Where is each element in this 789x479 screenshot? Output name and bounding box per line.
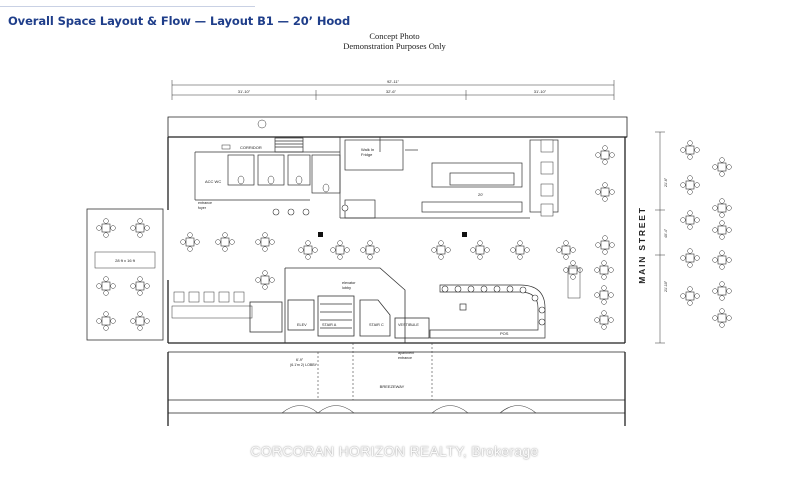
patio-label: 28 ft x 16 ft	[115, 258, 136, 263]
dim-side-mid: 40'-4"	[664, 228, 668, 238]
street-tables	[680, 140, 732, 328]
page-title: Overall Space Layout & Flow — Layout B1 …	[8, 14, 351, 28]
entrance-label: entrance	[198, 201, 212, 205]
corridor-tag	[221, 144, 231, 150]
dim-right: 31'-10"	[534, 89, 547, 94]
caption-concept-photo: Concept Photo	[369, 31, 420, 41]
stair-a-label: STAIR A	[322, 323, 337, 327]
breezeway-arches	[281, 343, 537, 414]
foyer-label: foyer	[198, 206, 207, 210]
corridor-label: CORRIDOR	[240, 145, 262, 150]
header-rule	[0, 6, 255, 7]
fridge-label: Fridge	[361, 152, 373, 157]
acc-wc-label: ACC WC	[205, 179, 221, 184]
dim-lobby-detail: (6.1'm 2) LOBBY	[290, 363, 318, 367]
column	[462, 232, 467, 237]
pos-label: POS	[500, 331, 509, 336]
bar-counter	[429, 284, 546, 339]
walk-in-label: Walk In	[361, 147, 374, 152]
restroom-fixtures	[237, 119, 330, 193]
dim-mid: 32'-6"	[386, 89, 397, 94]
apartment-label: apartment	[398, 351, 414, 355]
dim-left: 31'-10"	[238, 89, 251, 94]
watermark: CORCORAN HORIZON REALTY, Brokerage	[250, 443, 539, 459]
banquette-seats	[171, 139, 554, 319]
lobby-label: lobby	[342, 286, 351, 290]
elev-label: ELEV	[297, 323, 307, 327]
dimension-side	[655, 131, 665, 344]
vestibule-label: VESTIBULE	[398, 323, 419, 327]
building-walls	[167, 116, 628, 426]
dim-overall: 92'-11"	[387, 79, 400, 84]
patio: 28 ft x 16 ft	[86, 208, 164, 341]
hood-label: 20'	[478, 192, 483, 197]
dim-lobby: 6'-9"	[296, 358, 304, 362]
dim-side-top: 21'-6"	[664, 177, 668, 187]
column	[318, 232, 323, 237]
core	[249, 267, 430, 343]
caption-demonstration: Demonstration Purposes Only	[343, 41, 446, 51]
dimension-top	[171, 80, 615, 100]
dim-side-bot: 21'-10"	[664, 280, 668, 292]
apartment-entrance-label: entrance	[398, 356, 412, 360]
host-stand	[567, 267, 581, 299]
restroom-block	[194, 137, 341, 201]
elevator-label: elevator	[342, 281, 356, 285]
patio-tables	[96, 218, 150, 331]
breezeway-label: BREEZEWAY	[380, 384, 405, 389]
stair-c-label: STAIR C	[369, 323, 384, 327]
kitchen-stools	[272, 204, 349, 216]
street-label: MAIN STREET	[637, 206, 647, 283]
